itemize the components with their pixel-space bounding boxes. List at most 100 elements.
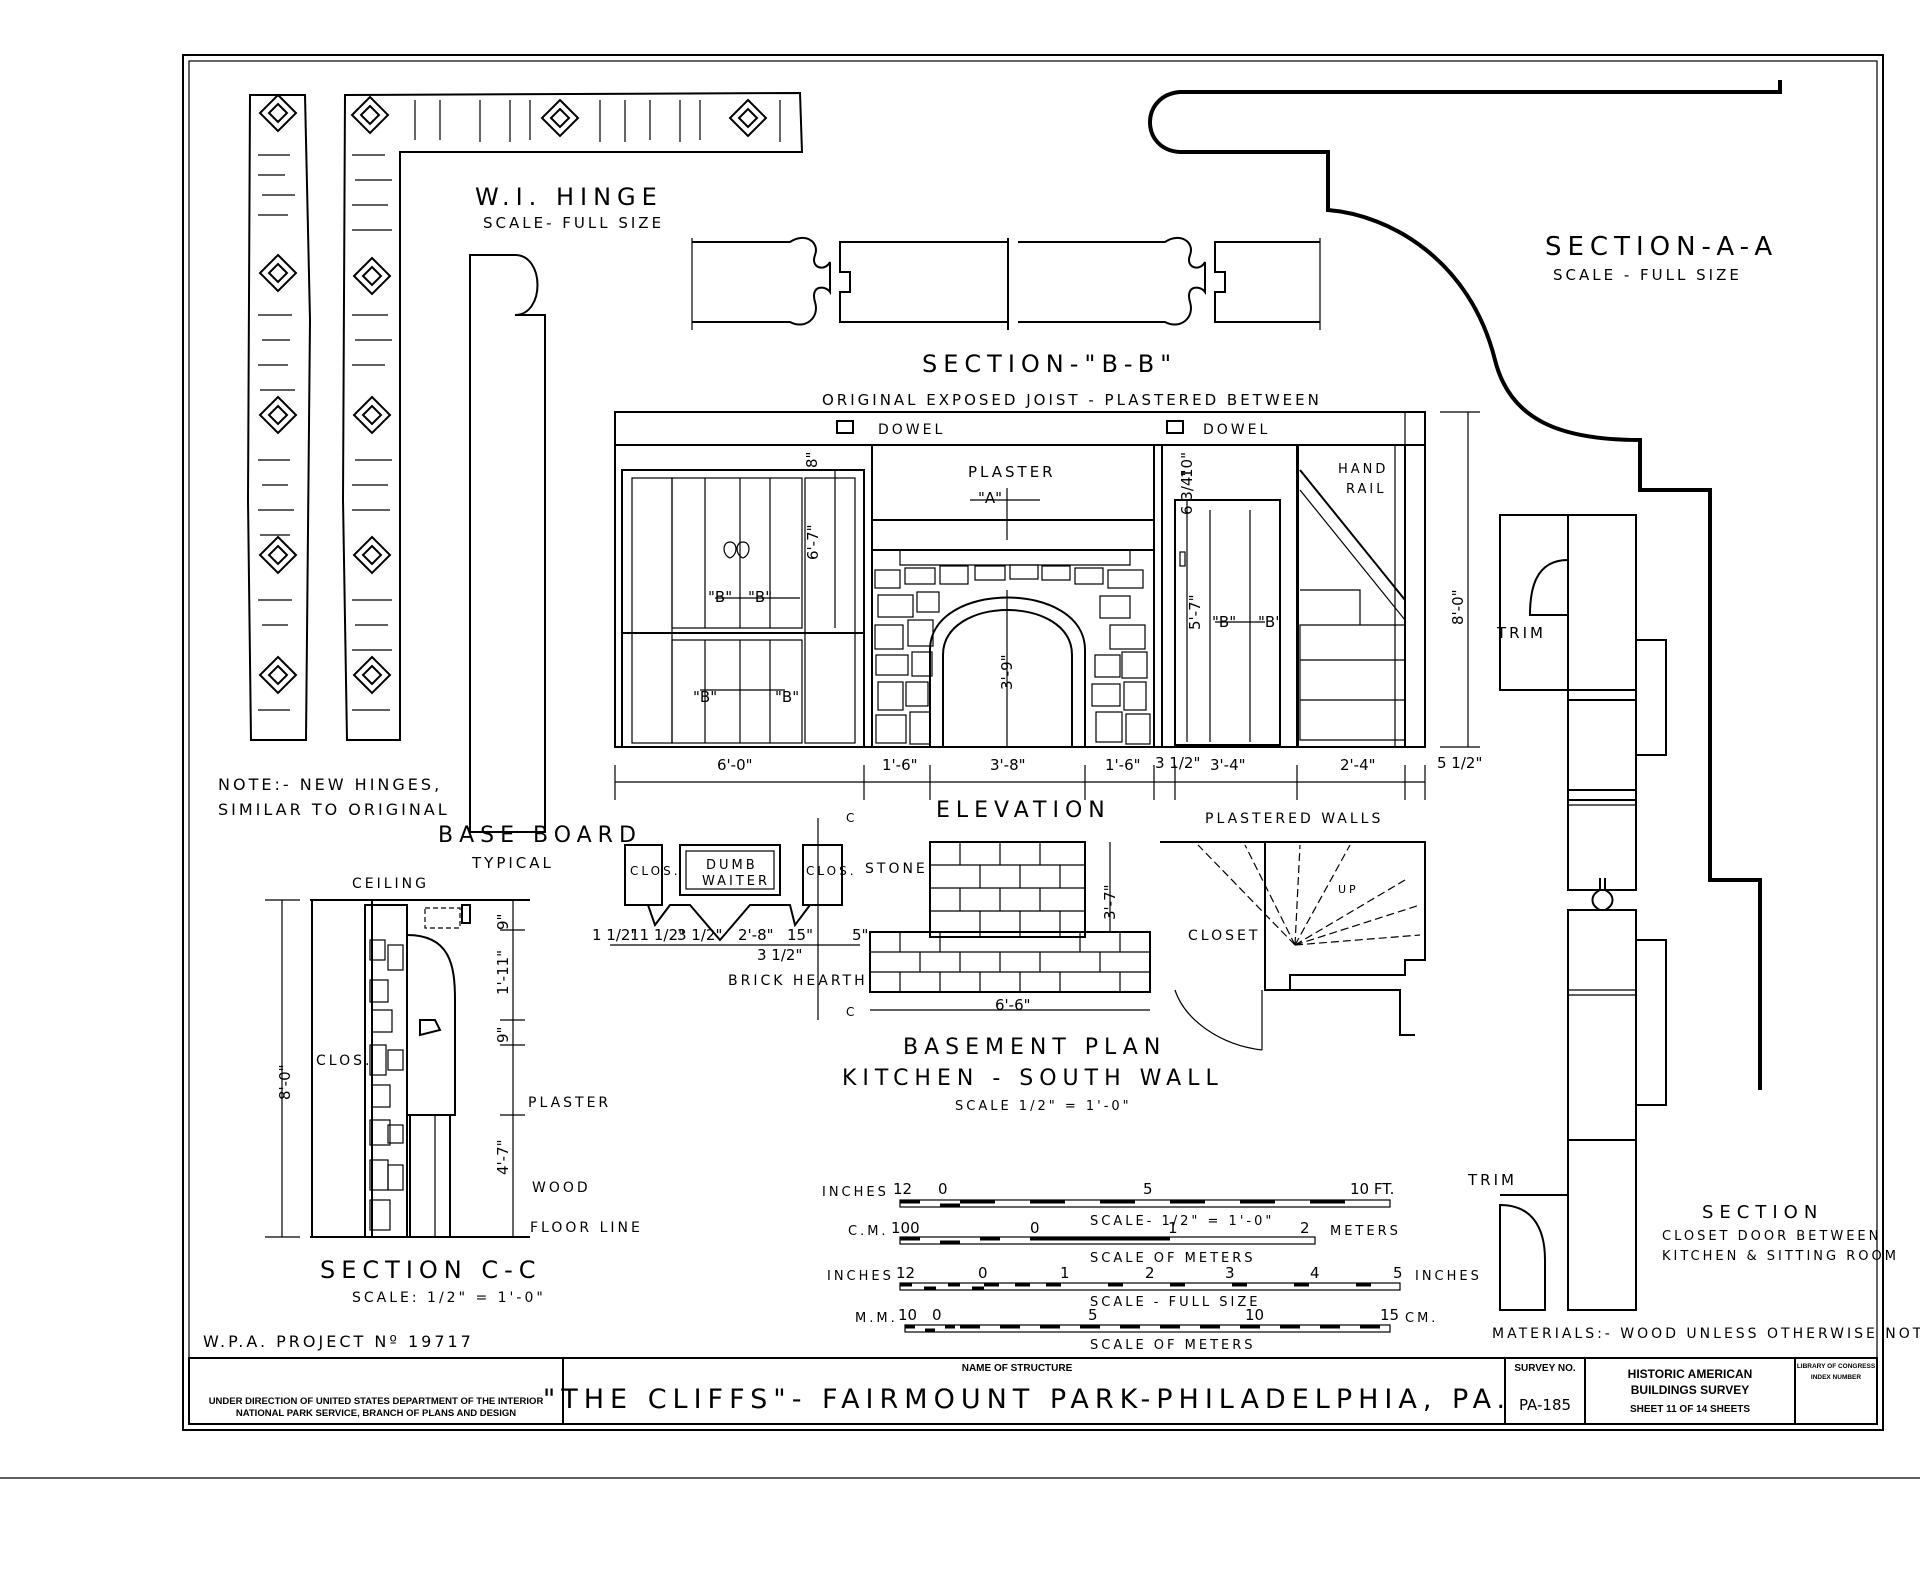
basement-scale: SCALE 1/2" = 1'-0" xyxy=(955,1099,1132,1114)
scale1-caption: SCALE- 1/2" = 1'-0" xyxy=(1090,1214,1274,1229)
cut-c-bottom: C xyxy=(846,1005,857,1019)
dim-door-height: 5'-7" xyxy=(1186,594,1204,630)
loc-line-1: LIBRARY OF CONGRESS xyxy=(1797,1363,1876,1370)
marker-b-door-r: "B" xyxy=(1258,613,1282,631)
elev-dim-4: 3 1/2" xyxy=(1155,754,1200,772)
base-board-title: BASE BOARD xyxy=(438,823,642,848)
cc-wood-label: WOOD xyxy=(532,1180,591,1196)
base-board-profile xyxy=(469,254,546,833)
scale3-tick-5: 4 xyxy=(1310,1264,1320,1282)
scale1-tick-3: 10 FT. xyxy=(1350,1180,1394,1198)
basement-dim-1: 11 1/2" xyxy=(630,926,685,944)
scale3-tick-0: 12 xyxy=(896,1264,915,1282)
basement-dimensions: 1 1/2" 11 1/2" 3 1/2" 2'-8" 15" 5" xyxy=(592,926,868,944)
hinge-title: W.I. HINGE xyxy=(475,183,663,211)
dim-top-8: 8" xyxy=(803,452,821,468)
scale1-tick-0: 12 xyxy=(893,1180,912,1198)
brick-hearth-label: BRICK HEARTH xyxy=(728,973,868,989)
scale4-tick-2: 5 xyxy=(1088,1306,1098,1324)
outer-border xyxy=(182,54,1884,1431)
scale4-right: CM. xyxy=(1405,1311,1438,1326)
project-number: W.P.A. PROJECT Nº 19717 xyxy=(203,1332,474,1351)
cc-dim-0: 9" xyxy=(494,914,512,930)
scale3-caption: SCALE - FULL SIZE xyxy=(1090,1295,1260,1310)
section-aa-title: SECTION-A-A xyxy=(1545,232,1778,262)
hearth-depth-dim: 3'-7" xyxy=(1101,884,1119,920)
scale3-tick-4: 3 xyxy=(1225,1264,1235,1282)
basement-dim-3-half: 3 1/2" xyxy=(757,946,802,964)
dim-top-6: 6 3/4" xyxy=(1178,470,1196,515)
sheet-count: SHEET 11 OF 14 SHEETS xyxy=(1630,1404,1750,1415)
scale3-tick-1: 0 xyxy=(978,1264,988,1282)
scale3-tick-3: 2 xyxy=(1145,1264,1155,1282)
dim-total-height: 8'-0" xyxy=(1449,589,1467,625)
cc-clos-label: CLOS. xyxy=(316,1053,372,1069)
marker-b-cab-bot-r: "B" xyxy=(775,688,799,706)
cc-dim-3: 4'-7" xyxy=(494,1139,512,1175)
scale1-tick-1: 0 xyxy=(938,1180,948,1198)
elev-dim-6: 2'-4" xyxy=(1340,756,1376,774)
cc-dim-2: 9" xyxy=(494,1027,512,1043)
marker-a: "A" xyxy=(978,489,1002,507)
scale4-caption: SCALE OF METERS xyxy=(1090,1338,1256,1353)
elev-dim-5: 3'-4" xyxy=(1210,756,1246,774)
survey-label: SURVEY NO. xyxy=(1514,1363,1576,1374)
plaster-label: PLASTER xyxy=(968,463,1056,481)
dowel-label-1: DOWEL xyxy=(878,422,945,438)
scale4-tick-4: 15 xyxy=(1380,1306,1399,1324)
scale4-tick-3: 10 xyxy=(1245,1306,1264,1324)
scale2-tick-2: 1 xyxy=(1168,1219,1178,1237)
scale3-right: INCHES xyxy=(1415,1269,1482,1284)
loc-line-2: INDEX NUMBER xyxy=(1811,1374,1862,1381)
cut-c-top: C xyxy=(846,811,857,825)
scale2-left: C.M. xyxy=(848,1224,889,1239)
closet-section-line2: KITCHEN & SITTING ROOM xyxy=(1662,1249,1899,1264)
elev-dim-1: 1'-6" xyxy=(882,756,918,774)
closet-section-line1: CLOSET DOOR BETWEEN xyxy=(1662,1229,1881,1244)
dim-cabinet-height: 6'-7" xyxy=(804,524,822,560)
scale2-tick-1: 0 xyxy=(1030,1219,1040,1237)
basement-plan-drawing xyxy=(610,818,1426,1051)
scale1-left: INCHES xyxy=(822,1185,889,1200)
elev-dim-0: 6'-0" xyxy=(717,756,753,774)
scale1-tick-2: 5 xyxy=(1143,1180,1153,1198)
section-bb-title: SECTION-"B-B" xyxy=(922,350,1177,378)
cc-dim-1: 1'-11" xyxy=(494,950,512,995)
hinge-note-line2: SIMILAR TO ORIGINAL xyxy=(218,800,450,819)
basement-stone: STONE xyxy=(865,861,928,877)
title-name-label: NAME OF STRUCTURE xyxy=(962,1363,1073,1374)
basement-clos-right: CLOS. xyxy=(806,864,857,878)
basement-dumb-2: WAITER xyxy=(702,874,770,889)
habs-line-1: HISTORIC AMERICAN xyxy=(1628,1367,1753,1381)
scale4-tick-1: 0 xyxy=(932,1306,942,1324)
title-direction-2: NATIONAL PARK SERVICE, BRANCH OF PLANS A… xyxy=(236,1408,516,1419)
elev-dim-3: 1'-6" xyxy=(1105,756,1141,774)
scale4-left: M.M. xyxy=(855,1311,898,1326)
cc-floor-line-label: FLOOR LINE xyxy=(530,1220,643,1236)
title-direction-1: UNDER DIRECTION OF UNITED STATES DEPARTM… xyxy=(209,1396,544,1407)
stair-up-label: UP xyxy=(1338,883,1359,896)
title-block xyxy=(188,1357,1878,1425)
scale3-tick-6: 5 xyxy=(1393,1264,1403,1282)
scale3-tick-2: 1 xyxy=(1060,1264,1070,1282)
elevation-dimensions: 6'-0" 1'-6" 3'-8" 1'-6" 3 1/2" 3'-4" 2'-… xyxy=(717,754,1482,774)
closet-door-section xyxy=(1499,514,1667,1311)
basement-clos-left: CLOS. xyxy=(630,864,681,878)
cc-dimensions: 9" 1'-11" 9" 4'-7" xyxy=(494,914,512,1175)
scale4-tick-0: 10 xyxy=(898,1306,917,1324)
basement-dim-0: 1 1/2" xyxy=(592,926,637,944)
marker-b-cab-top: "B" xyxy=(708,588,732,606)
section-cc-scale: SCALE: 1/2" = 1'-0" xyxy=(352,1290,546,1306)
elevation-title: ELEVATION xyxy=(936,798,1111,823)
section-cc-drawing xyxy=(265,899,530,1238)
cc-ceiling-label: CEILING xyxy=(352,876,429,892)
closet-section-title: SECTION xyxy=(1702,1202,1823,1223)
basement-dim-3: 2'-8" xyxy=(738,926,774,944)
dim-top-10: 10" xyxy=(1178,452,1196,478)
section-bb-drawing xyxy=(691,236,1321,330)
structure-name: "THE CLIFFS"- FAIRMOUNT PARK-PHILADELPHI… xyxy=(543,1384,1511,1415)
section-cc-title: SECTION C-C xyxy=(320,1256,542,1284)
elev-dim-7: 5 1/2" xyxy=(1437,754,1482,772)
joist-note: ORIGINAL EXPOSED JOIST - PLASTERED BETWE… xyxy=(822,391,1322,409)
